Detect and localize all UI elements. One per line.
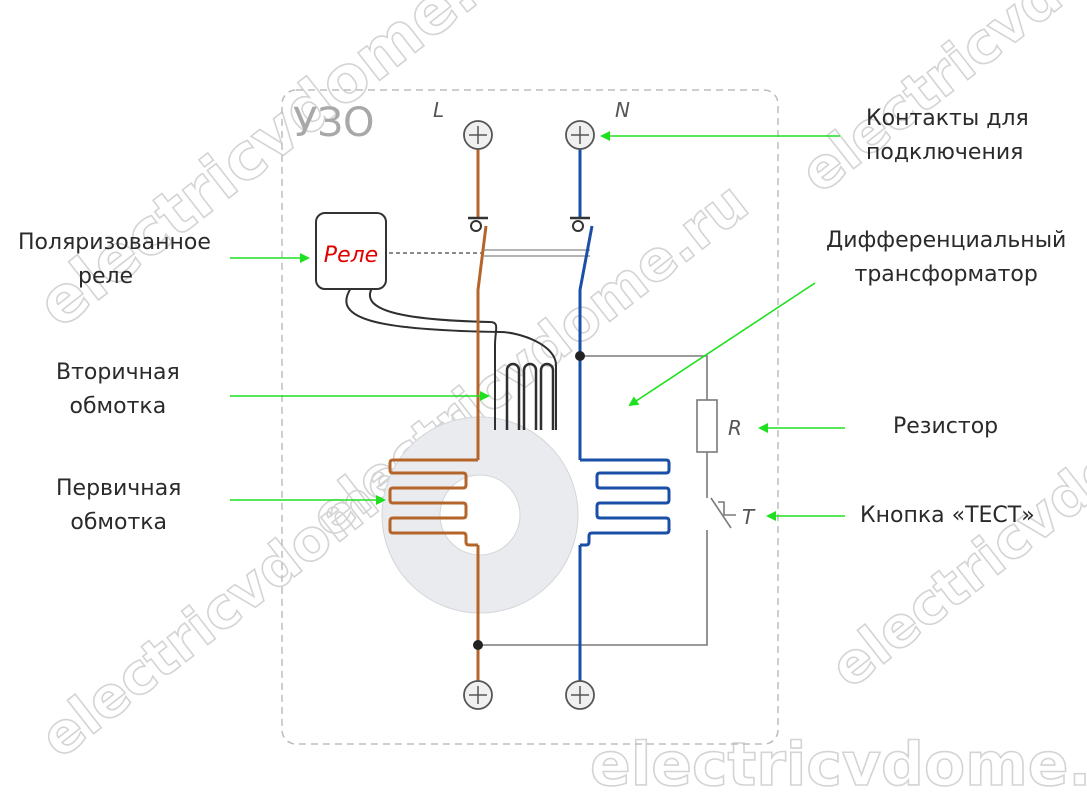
screw-terminal-icon — [565, 120, 595, 150]
relay-box — [315, 212, 387, 290]
callout-test-button: Кнопка «ТЕСТ» — [860, 503, 1035, 528]
primary-winding-n — [580, 458, 671, 547]
arrow-transformer — [628, 282, 816, 407]
neutral-conductor — [578, 138, 594, 688]
screw-terminal-icon — [463, 680, 493, 710]
screw-terminal-icon — [463, 120, 493, 150]
relay-text: Реле — [324, 243, 378, 268]
device-title: УЗО — [293, 100, 375, 146]
callout-resistor: Резистор — [893, 414, 999, 439]
callout-primary: Первичная обмотка — [56, 476, 182, 535]
screw-terminal-icon — [565, 680, 595, 710]
callout-contacts: Контакты для подключения — [866, 106, 1029, 165]
secondary-winding — [505, 362, 555, 430]
junction-dot — [473, 640, 483, 650]
device-frame — [281, 89, 779, 745]
secondary-winding-wires — [345, 287, 557, 430]
terminal-label-n: N — [615, 98, 630, 122]
switch-contacts — [468, 216, 590, 232]
callout-secondary: Вторичная обмотка — [56, 360, 180, 419]
transformer-core — [381, 416, 579, 614]
line-conductor — [476, 138, 488, 688]
test-circuit — [478, 355, 736, 646]
callout-transformer: Дифференциальный трансформатор — [826, 228, 1067, 287]
watermark-text: electricvdome.ru — [590, 730, 1087, 797]
test-button-label: T — [742, 505, 756, 529]
resistor-label: R — [728, 416, 742, 440]
primary-winding-l — [388, 458, 478, 547]
junction-dot — [575, 351, 585, 361]
callout-relay: Поляризованное реле — [18, 230, 211, 289]
terminal-label-l: L — [433, 98, 444, 122]
callout-arrows — [230, 131, 845, 521]
